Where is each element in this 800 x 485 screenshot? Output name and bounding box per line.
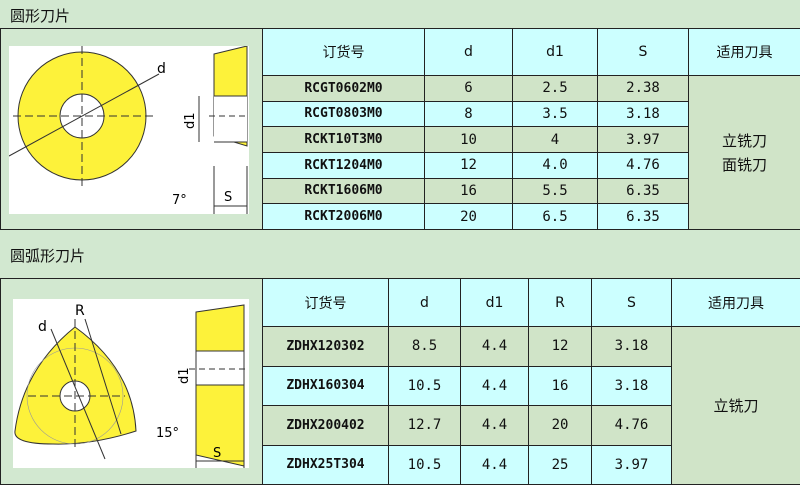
tool-line: 面铣刀 [721, 155, 767, 174]
d1-value: 4.4 [460, 405, 529, 446]
d1-value: 4.0 [512, 151, 598, 179]
header-d: d [424, 28, 513, 76]
d-value: 10.5 [388, 444, 461, 485]
radius-label: R [75, 303, 85, 319]
d1-value: 5.5 [512, 177, 598, 205]
d-value: 6 [424, 75, 513, 102]
header-order-no: 订货号 [262, 28, 425, 76]
header-d1: d1 [512, 28, 598, 76]
s-value: 2.38 [597, 75, 689, 102]
hole-diameter-label: d1 [183, 112, 198, 129]
d-value: 10.5 [388, 365, 461, 406]
applicable-tool: 立铣刀面铣刀 [688, 75, 800, 230]
r-value: 12 [528, 326, 592, 367]
table-row: RCKT1204M0 12 4.0 4.76 [262, 151, 800, 179]
tool-line: 立铣刀 [713, 396, 759, 415]
section-title-round-inserts: 圆形刀片 [10, 7, 71, 25]
applicable-tool: 立铣刀 [671, 326, 800, 485]
table-row: RCKT10T3M0 10 4 3.97 [262, 126, 800, 153]
header-d1: d1 [460, 278, 529, 327]
d-value: 16 [424, 177, 513, 205]
d1-value: 3.5 [512, 100, 598, 128]
thickness-label: S [224, 190, 232, 205]
header-s: S [591, 278, 672, 327]
d-value: 8 [424, 100, 513, 128]
d-value: 8.5 [388, 326, 461, 367]
d-value: 20 [424, 203, 513, 230]
order-no: ZDHX200402 [262, 405, 389, 446]
angle-label: 15° [156, 426, 179, 441]
order-no: RCKT1204M0 [262, 151, 425, 179]
arc-insert-diagram: d R d1 15° S [13, 299, 249, 468]
arc-inserts-panel: d R d1 15° S 订货号 d d1 R S 适用刀具 ZDHX12030… [0, 278, 800, 485]
s-value: 3.97 [591, 444, 672, 485]
d-value: 10 [424, 126, 513, 153]
s-value: 6.35 [597, 177, 689, 205]
header-tool: 适用刀具 [688, 28, 800, 76]
d1-value: 4.4 [460, 444, 529, 485]
hole-diameter-label: d1 [177, 367, 192, 384]
tool-line: 立铣刀 [721, 131, 767, 150]
header-d: d [388, 278, 461, 327]
s-value: 3.97 [597, 126, 689, 153]
diameter-label: d [157, 61, 166, 77]
header-tool: 适用刀具 [671, 278, 800, 327]
d1-value: 6.5 [512, 203, 598, 230]
d-value: 12.7 [388, 405, 461, 446]
order-no: ZDHX160304 [262, 365, 389, 406]
round-inserts-panel: d d1 7° S 订货号 d d1 S 适用刀具 RCGT0602M0 6 2… [0, 28, 800, 230]
s-value: 4.76 [597, 151, 689, 179]
s-value: 4.76 [591, 405, 672, 446]
r-value: 16 [528, 365, 592, 406]
s-value: 6.35 [597, 203, 689, 230]
arc-inserts-table: 订货号 d d1 R S 适用刀具 ZDHX120302 8.5 4.4 12 … [262, 278, 800, 485]
d1-value: 4.4 [460, 365, 529, 406]
diameter-label: d [38, 319, 47, 335]
table-row: ZDHX120302 8.5 4.4 12 3.18 立铣刀 [262, 326, 800, 485]
header-order-no: 订货号 [262, 278, 389, 327]
order-no: RCGT0803M0 [262, 100, 425, 128]
d1-value: 4.4 [460, 326, 529, 367]
d1-value: 2.5 [512, 75, 598, 102]
order-no: ZDHX25T304 [262, 444, 389, 485]
order-no: RCKT2006M0 [262, 203, 425, 230]
order-no: RCKT1606M0 [262, 177, 425, 205]
table-row: ZDHX200402 12.7 4.4 20 4.76 [262, 405, 800, 446]
d1-value: 4 [512, 126, 598, 153]
table-row: ZDHX25T304 10.5 4.4 25 3.97 [262, 444, 800, 485]
order-no: RCKT10T3M0 [262, 126, 425, 153]
section-title-arc-inserts: 圆弧形刀片 [10, 247, 86, 265]
s-value: 3.18 [591, 326, 672, 367]
table-row: RCGT0602M0 6 2.5 2.38 立铣刀面铣刀 [262, 75, 800, 230]
thickness-label: S [213, 446, 221, 461]
order-no: ZDHX120302 [262, 326, 389, 367]
r-value: 25 [528, 444, 592, 485]
table-row: RCGT0803M0 8 3.5 3.18 [262, 100, 800, 128]
round-insert-diagram: d d1 7° S [9, 46, 249, 214]
d-value: 12 [424, 151, 513, 179]
round-inserts-table: 订货号 d d1 S 适用刀具 RCGT0602M0 6 2.5 2.38 立铣… [262, 28, 800, 230]
table-row: RCKT2006M0 20 6.5 6.35 [262, 203, 800, 230]
header-r: R [528, 278, 592, 327]
angle-label: 7° [172, 193, 187, 208]
s-value: 3.18 [597, 100, 689, 128]
s-value: 3.18 [591, 365, 672, 406]
header-s: S [597, 28, 689, 76]
r-value: 20 [528, 405, 592, 446]
order-no: RCGT0602M0 [262, 75, 425, 102]
